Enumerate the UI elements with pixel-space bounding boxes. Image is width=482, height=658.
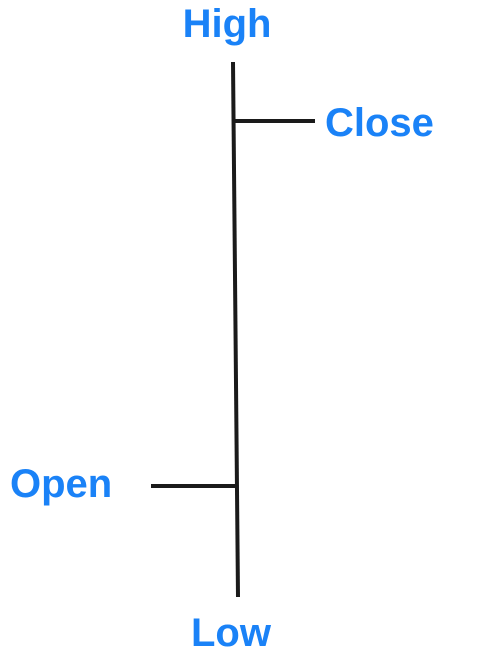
close-label: Close [325, 101, 434, 145]
high-label: High [183, 2, 272, 46]
low-label: Low [191, 611, 272, 655]
open-label: Open [10, 462, 112, 506]
high-low-line [231, 61, 240, 598]
